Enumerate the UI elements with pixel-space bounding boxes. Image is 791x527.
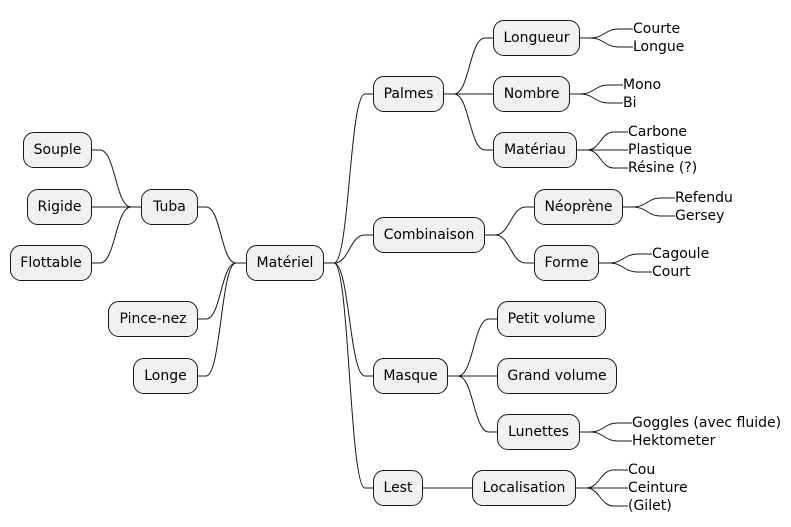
- connector: [494, 234, 527, 264]
- leaf-connector: [586, 131, 615, 151]
- node-nombre[interactable]: Nombre: [493, 76, 570, 112]
- node-materiel[interactable]: Matériel: [246, 245, 324, 281]
- node-neoprene[interactable]: Néoprène: [534, 189, 623, 225]
- leaf-gilet: (Gilet): [628, 498, 672, 514]
- leaf-connector: [589, 28, 620, 39]
- node-lunettes[interactable]: Lunettes: [497, 414, 580, 450]
- connector: [99, 206, 132, 264]
- leaf-carbone: Carbone: [628, 124, 688, 140]
- node-masque[interactable]: Masque: [373, 358, 448, 394]
- node-localisation[interactable]: Localisation: [472, 470, 576, 506]
- node-tuba[interactable]: Tuba: [141, 189, 198, 225]
- connector: [333, 93, 366, 264]
- node-longe[interactable]: Longe: [133, 358, 198, 394]
- connector: [333, 234, 366, 264]
- leaf-refendu: Refendu: [675, 190, 733, 206]
- node-grand-volume[interactable]: Grand volume: [497, 358, 617, 394]
- leaf-goggles: Goggles (avec fluide): [632, 415, 782, 431]
- node-lest[interactable]: Lest: [373, 470, 423, 506]
- leaf-connector: [608, 262, 639, 273]
- connector: [453, 93, 486, 151]
- node-souple[interactable]: Souple: [23, 132, 92, 168]
- leaf-gersey: Gersey: [675, 208, 725, 224]
- leaf-connector: [632, 197, 662, 208]
- node-petit-volume[interactable]: Petit volume: [497, 301, 606, 337]
- connector: [333, 262, 366, 377]
- leaf-connector: [589, 431, 619, 442]
- node-flottable[interactable]: Flottable: [10, 245, 92, 281]
- connector: [333, 262, 366, 489]
- node-longueur[interactable]: Longueur: [493, 20, 580, 56]
- leaf-mono: Mono: [623, 77, 662, 93]
- connector: [457, 318, 490, 377]
- leaf-hektometer: Hektometer: [632, 433, 716, 449]
- node-forme[interactable]: Forme: [534, 245, 599, 281]
- leaf-connector: [589, 422, 619, 433]
- leaf-connector: [579, 84, 610, 95]
- leaf-connector: [608, 253, 639, 264]
- node-rigide[interactable]: Rigide: [27, 189, 92, 225]
- node-pince-nez[interactable]: Pince-nez: [108, 301, 198, 337]
- connector: [457, 375, 490, 433]
- connector: [99, 149, 132, 208]
- leaf-connector: [585, 469, 615, 489]
- leaf-connector: [632, 206, 662, 217]
- leaf-connector: [589, 37, 620, 48]
- leaf-connector: [579, 93, 610, 104]
- connector: [205, 206, 237, 264]
- leaf-court: Court: [652, 264, 691, 280]
- leaf-cagoule: Cagoule: [652, 246, 710, 262]
- leaf-connector: [585, 487, 615, 507]
- leaf-cou: Cou: [628, 462, 656, 478]
- connector: [453, 37, 486, 95]
- node-combinaison[interactable]: Combinaison: [373, 217, 485, 253]
- connector: [205, 262, 237, 377]
- leaf-ceinture: Ceinture: [628, 480, 688, 496]
- connector: [205, 262, 237, 320]
- leaf-resine: Résine (?): [628, 160, 698, 176]
- leaf-bi: Bi: [623, 95, 637, 111]
- node-palmes[interactable]: Palmes: [373, 76, 444, 112]
- leaf-longue: Longue: [633, 39, 685, 55]
- leaf-connector: [586, 149, 615, 169]
- connector: [494, 206, 527, 236]
- node-materiau[interactable]: Matériau: [493, 132, 577, 168]
- leaf-courte: Courte: [633, 21, 681, 37]
- leaf-plastique: Plastique: [628, 142, 692, 158]
